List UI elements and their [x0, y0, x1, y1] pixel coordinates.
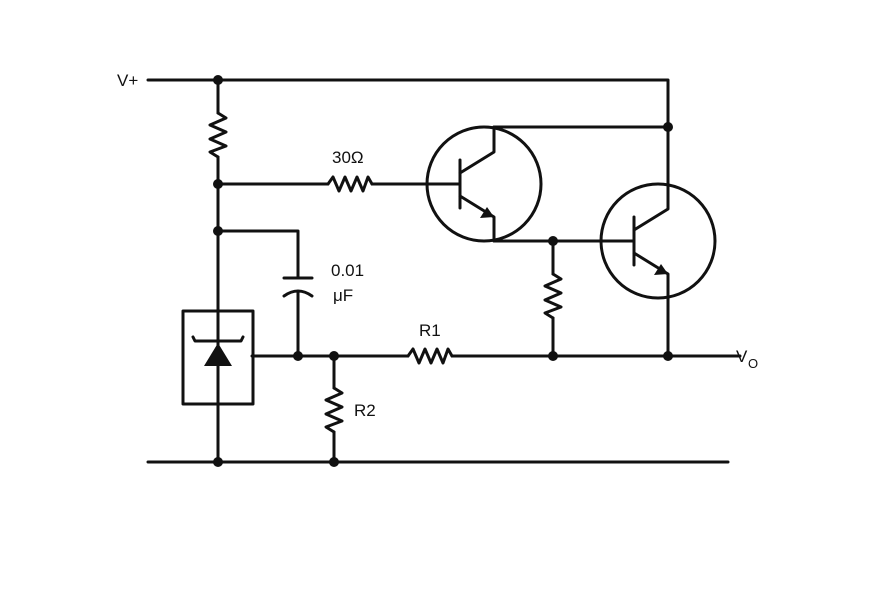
junction-dot [663, 122, 673, 132]
q2-emitter-arrow [654, 264, 668, 275]
q1-envelope [425, 125, 543, 243]
resistors [208, 111, 563, 434]
junction-dot [329, 351, 339, 361]
q1-collector-link [492, 125, 670, 187]
junction-dot [548, 236, 558, 246]
junction-dot [213, 226, 223, 236]
resistor-r1 [406, 347, 454, 365]
capacitor-unit-label: μF [333, 286, 353, 305]
q1-emitter-arrow [480, 207, 494, 218]
junction-dot [213, 457, 223, 467]
resistor-30-ohm [326, 175, 374, 193]
transistor-q1 [425, 125, 543, 243]
emitter-resistor [543, 272, 563, 320]
junction-dot [213, 179, 223, 189]
junctions [213, 75, 673, 467]
vo-subscript: O [748, 356, 758, 371]
cap-branch-top [216, 229, 300, 280]
junction-dot [548, 351, 558, 361]
resistor-r2 [324, 386, 344, 434]
resistor-30-ohm-label: 30Ω [332, 148, 364, 167]
q1-collector [458, 125, 496, 175]
q2-emitter [632, 251, 670, 299]
q2-collector [632, 183, 670, 232]
capacitor-value-label: 0.01 [331, 261, 364, 280]
junction-dot [329, 457, 339, 467]
r2-label: R2 [354, 401, 376, 420]
junction-dot [293, 351, 303, 361]
capacitor-0-01uf [282, 276, 314, 298]
vplus-label: V+ [117, 71, 138, 90]
labels: V+ 30Ω 0.01 μF R1 R2 V O [117, 71, 758, 420]
junction-dot [213, 75, 223, 85]
vplus-rail [146, 78, 670, 129]
q1-emitter [458, 194, 496, 243]
transistor-q2 [599, 182, 717, 300]
vo-label: V [736, 347, 748, 366]
voltage-reference [181, 309, 255, 406]
top-left-resistor [208, 111, 228, 159]
q2-envelope [599, 182, 717, 300]
capacitor-plate-bottom [282, 289, 314, 298]
junction-dot [663, 351, 673, 361]
r1-label: R1 [419, 321, 441, 340]
